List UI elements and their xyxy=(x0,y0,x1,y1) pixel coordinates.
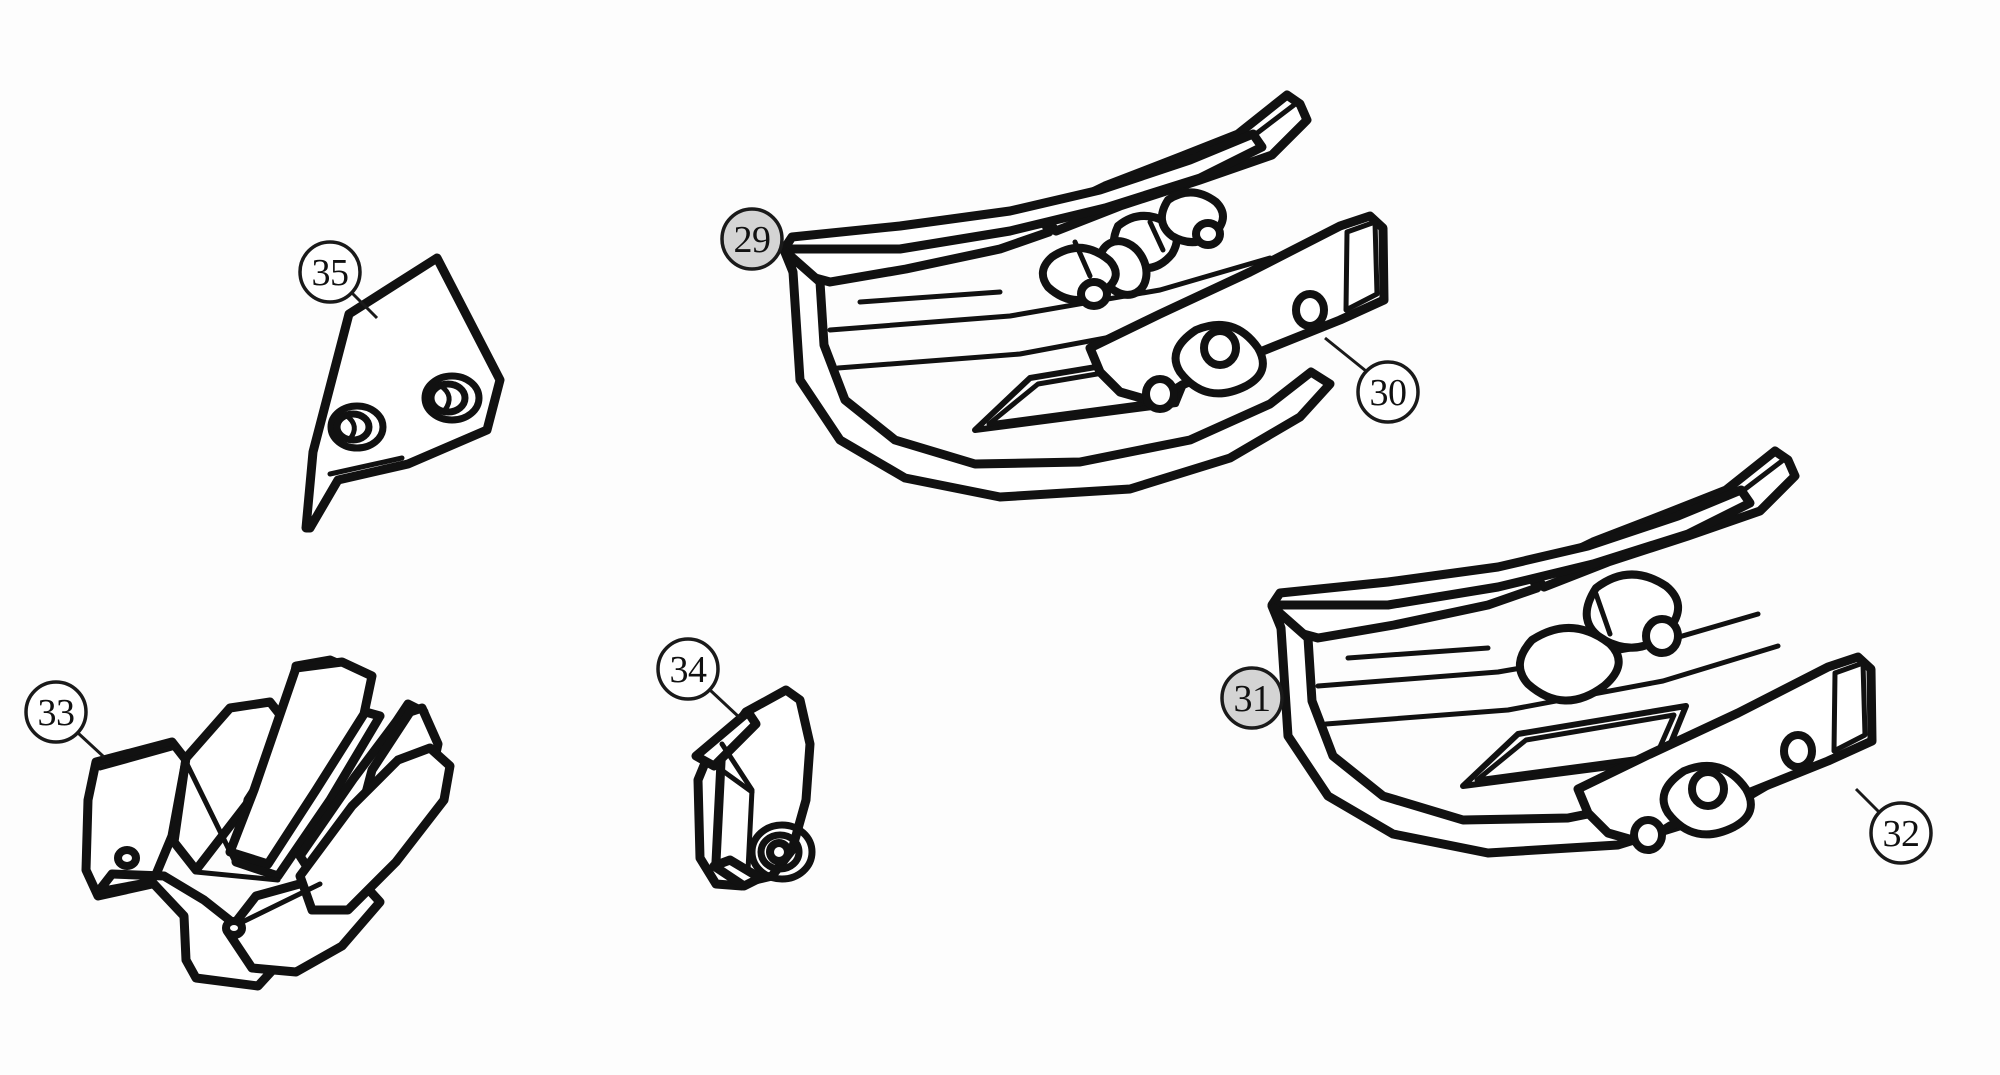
callout-30-label: 30 xyxy=(1370,372,1407,414)
callout-29[interactable]: 29 xyxy=(720,207,784,271)
linkage-pin-cluster xyxy=(1038,188,1227,310)
callout-31-circle[interactable] xyxy=(1220,666,1284,730)
linkage-block-cluster xyxy=(1516,570,1682,705)
callout-34-label: 34 xyxy=(670,649,708,691)
leader-33 xyxy=(76,731,106,759)
callout-29-circle[interactable] xyxy=(720,207,784,271)
part-35-kite-plate[interactable] xyxy=(301,253,505,533)
callout-31-label: 31 xyxy=(1234,678,1271,720)
leader-34 xyxy=(708,688,742,720)
callout-34[interactable]: 34 xyxy=(656,637,720,701)
boss-lower-left xyxy=(327,402,387,452)
part-33-folded-bracket[interactable] xyxy=(81,655,455,991)
boss-upper-right xyxy=(421,372,483,424)
callout-35-circle[interactable] xyxy=(298,240,362,304)
callout-31[interactable]: 31 xyxy=(1220,666,1284,730)
callout-29-label: 29 xyxy=(734,219,771,261)
part-34-angle-bracket[interactable] xyxy=(691,685,816,891)
leader-35 xyxy=(350,291,379,320)
callout-32-label: 32 xyxy=(1883,813,1920,855)
rectangular-cutout-right xyxy=(1460,703,1689,789)
callout-32-circle[interactable] xyxy=(1869,801,1933,865)
part-30-bracket-arm[interactable] xyxy=(1085,211,1389,413)
part-31-rail-assembly[interactable] xyxy=(1267,446,1823,858)
callout-33[interactable]: 33 xyxy=(24,680,88,744)
callout-30-circle[interactable] xyxy=(1356,360,1420,424)
callout-35-label: 35 xyxy=(312,252,349,294)
bracket-boss xyxy=(1171,320,1267,398)
callout-35[interactable]: 35 xyxy=(298,240,362,304)
callout-30[interactable]: 30 xyxy=(1356,360,1420,424)
callout-33-circle[interactable] xyxy=(24,680,88,744)
callout-34-circle[interactable] xyxy=(656,637,720,701)
pivot-boss xyxy=(748,821,816,883)
part-29-rail-assembly[interactable] xyxy=(779,90,1335,502)
leader-30 xyxy=(1324,336,1367,373)
callout-33-label: 33 xyxy=(38,692,75,734)
callout-leaders xyxy=(76,291,1881,814)
leader-32 xyxy=(1854,787,1881,814)
callout-32[interactable]: 32 xyxy=(1869,801,1933,865)
bracket-boss-right xyxy=(1659,761,1755,839)
part-32-bracket-arm[interactable] xyxy=(1573,652,1877,854)
